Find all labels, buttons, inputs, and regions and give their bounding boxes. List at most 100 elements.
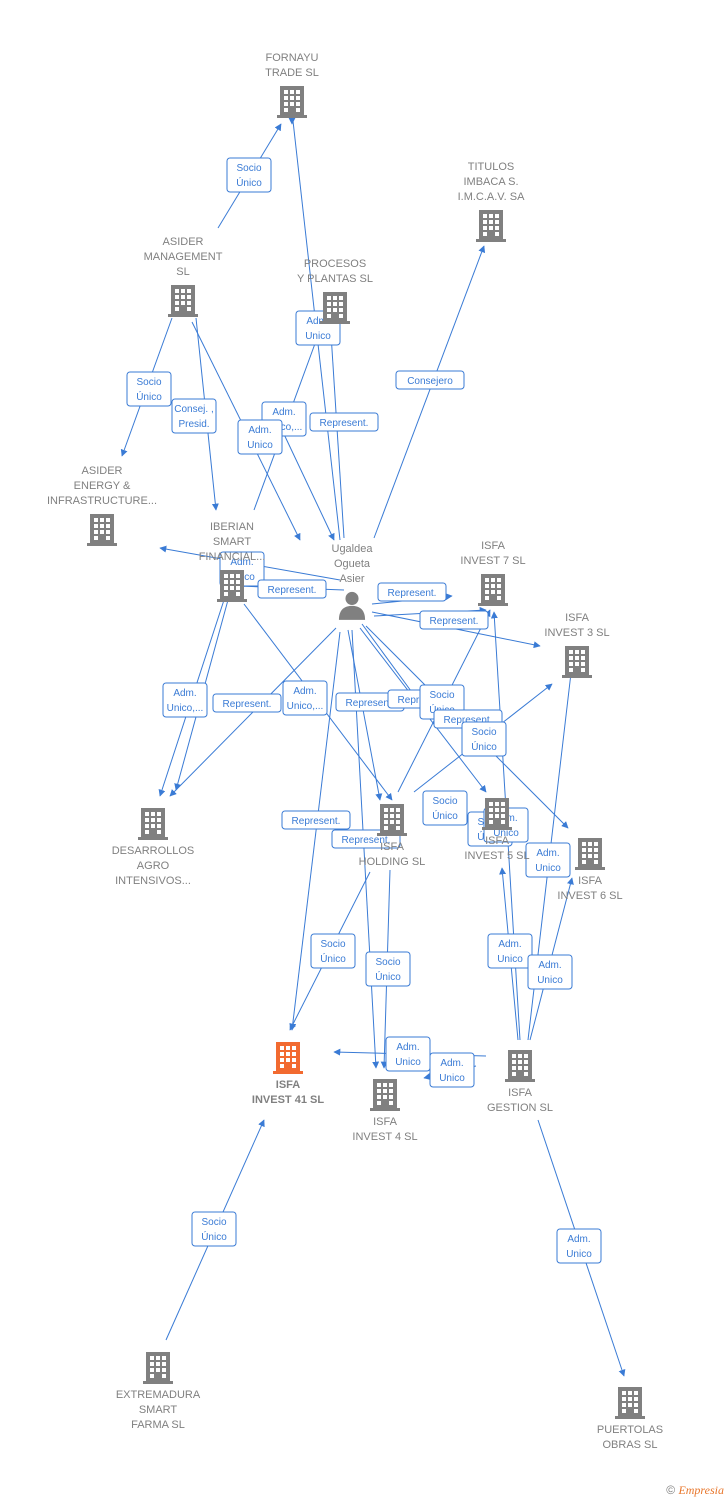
edge-label-box: [126, 371, 172, 407]
edge-label-e14[interactable]: Represent.: [212, 693, 282, 713]
edge-label-box: [527, 954, 573, 990]
edge-label-e3[interactable]: Consejero: [395, 370, 465, 390]
edge-label-box: [556, 1228, 602, 1264]
edge-label-text: Único: [471, 740, 497, 753]
node-invest7[interactable]: ISFA INVEST 7 SL: [460, 540, 526, 606]
edge-line-17: [289, 631, 341, 1031]
edge-label-box: [365, 951, 411, 987]
node-label: TITULOS: [468, 161, 514, 173]
brand-logo[interactable]: Empresia: [678, 1483, 724, 1497]
node-label: ASIDER: [82, 465, 123, 477]
copyright-icon: ©: [666, 1483, 676, 1497]
edge-label-text: Único: [136, 390, 162, 403]
edge-label-text: Represent.: [268, 585, 317, 596]
edge-label-e24[interactable]: Adm.Unico: [525, 842, 571, 878]
edge-label-e34[interactable]: Adm.Unico: [556, 1228, 602, 1264]
edge-label-e8[interactable]: Adm.Unico: [237, 419, 283, 455]
building-icon: [87, 514, 117, 546]
edge-label-e31[interactable]: Adm. Unico: [385, 1036, 431, 1072]
edge-label-e10[interactable]: Represent.: [257, 579, 327, 599]
node-asider_energy[interactable]: ASIDER ENERGY & INFRASTRUCTURE...: [47, 465, 157, 546]
edge-label-e25[interactable]: Represent.: [281, 810, 351, 830]
node-label: HOLDING SL: [359, 856, 426, 868]
edge-label-box: [226, 157, 272, 193]
node-label: ISFA: [373, 1116, 398, 1128]
edge-label-text: Adm.: [440, 1058, 463, 1069]
edge-label-e11[interactable]: Represent.: [377, 582, 447, 602]
edge-label-e7[interactable]: Represent.: [309, 412, 379, 432]
node-label: Ogueta: [334, 558, 371, 570]
building-icon: [168, 285, 198, 317]
node-desarrollos[interactable]: DESARROLLOSAGROINTENSIVOS...: [112, 808, 195, 887]
edge-label-e32[interactable]: Adm.Unico: [429, 1052, 475, 1088]
edge-label-text: Único: [375, 970, 401, 983]
edge-label-e30[interactable]: Adm.Unico: [527, 954, 573, 990]
node-label: INVEST 5 SL: [464, 850, 529, 862]
building-icon: [138, 808, 168, 840]
edge-label-box: [237, 419, 283, 455]
edge-label-text: Represent.: [430, 616, 479, 627]
edge-label-box: [395, 370, 465, 390]
node-label: ISFA: [485, 835, 510, 847]
node-label: IMBACA S.: [463, 176, 518, 188]
edge-line-9: [281, 429, 335, 541]
node-label: ENERGY &: [74, 480, 131, 492]
edge-label-text: Unico: [305, 331, 331, 342]
edge-label-text: Adm.: [272, 407, 295, 418]
edge-label-e15[interactable]: Adm.Unico,...: [282, 680, 328, 716]
building-icon: [476, 210, 506, 242]
edge-label-text: Socio: [320, 939, 345, 950]
edge-label-e12[interactable]: Represent.: [419, 610, 489, 630]
node-label: Y PLANTAS SL: [297, 273, 373, 285]
node-label: PUERTOLAS: [597, 1424, 663, 1436]
node-label: ISFA: [481, 540, 506, 552]
edge-label-e13[interactable]: Adm.Unico,...: [162, 682, 208, 718]
node-label: INVEST 7 SL: [460, 555, 525, 567]
edge-label-e29[interactable]: Adm.Unico: [487, 933, 533, 969]
edge-label-box: [171, 398, 217, 434]
building-icon: [615, 1387, 645, 1419]
node-label: MANAGEMENT: [144, 251, 223, 263]
edge-line-4: [373, 245, 486, 539]
edge-label-text: Adm.: [538, 960, 561, 971]
node-label: DESARROLLOS: [112, 845, 195, 857]
building-icon: [273, 1042, 303, 1074]
edge-labels-layer: SocioÚnicoAdm.UnicoConsejeroSocioÚnicoCo…: [126, 157, 602, 1264]
edge-label-text: Adm.: [230, 557, 253, 568]
node-label: FORNAYU: [266, 52, 319, 64]
edge-label-text: Unico: [395, 1057, 421, 1068]
edge-label-box: [310, 933, 356, 969]
edge-label-box: [162, 682, 208, 718]
edge-label-text: Socio: [429, 690, 454, 701]
edge-label-e5[interactable]: Consej. ,Presid.: [171, 398, 217, 434]
node-invest5[interactable]: ISFA INVEST 5 SL: [464, 798, 530, 862]
edge-label-text: Único: [432, 809, 458, 822]
edge-label-text: Adm.: [396, 1042, 419, 1053]
node-iberian[interactable]: IBERIANSMARTFINANCIAL...: [199, 521, 266, 602]
edge-label-text: Unico,...: [266, 422, 303, 433]
node-label: INFRASTRUCTURE...: [47, 495, 157, 507]
edge-label-box: [257, 579, 327, 599]
edge-label-text: Unico: [535, 863, 561, 874]
